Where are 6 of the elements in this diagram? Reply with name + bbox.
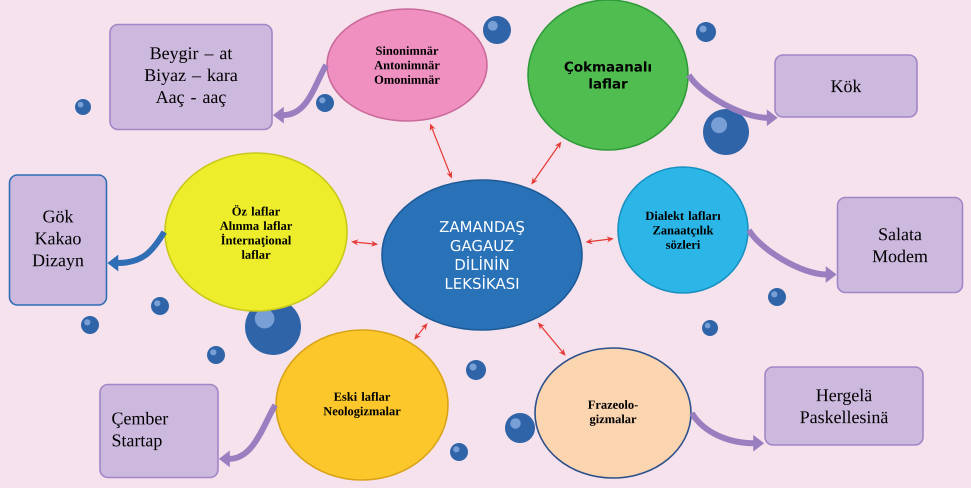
- example-box: Gök Kakao Dizayn: [8, 174, 108, 306]
- example-box: Hergelä Paskellesinä: [764, 366, 924, 446]
- example-box: Kök: [774, 54, 918, 118]
- example-box: Beygir – at Biyaz – kara Aaç - aaç: [109, 24, 273, 130]
- example-box: Salata Modem: [836, 196, 964, 294]
- example-box: Çember Startap: [99, 384, 219, 478]
